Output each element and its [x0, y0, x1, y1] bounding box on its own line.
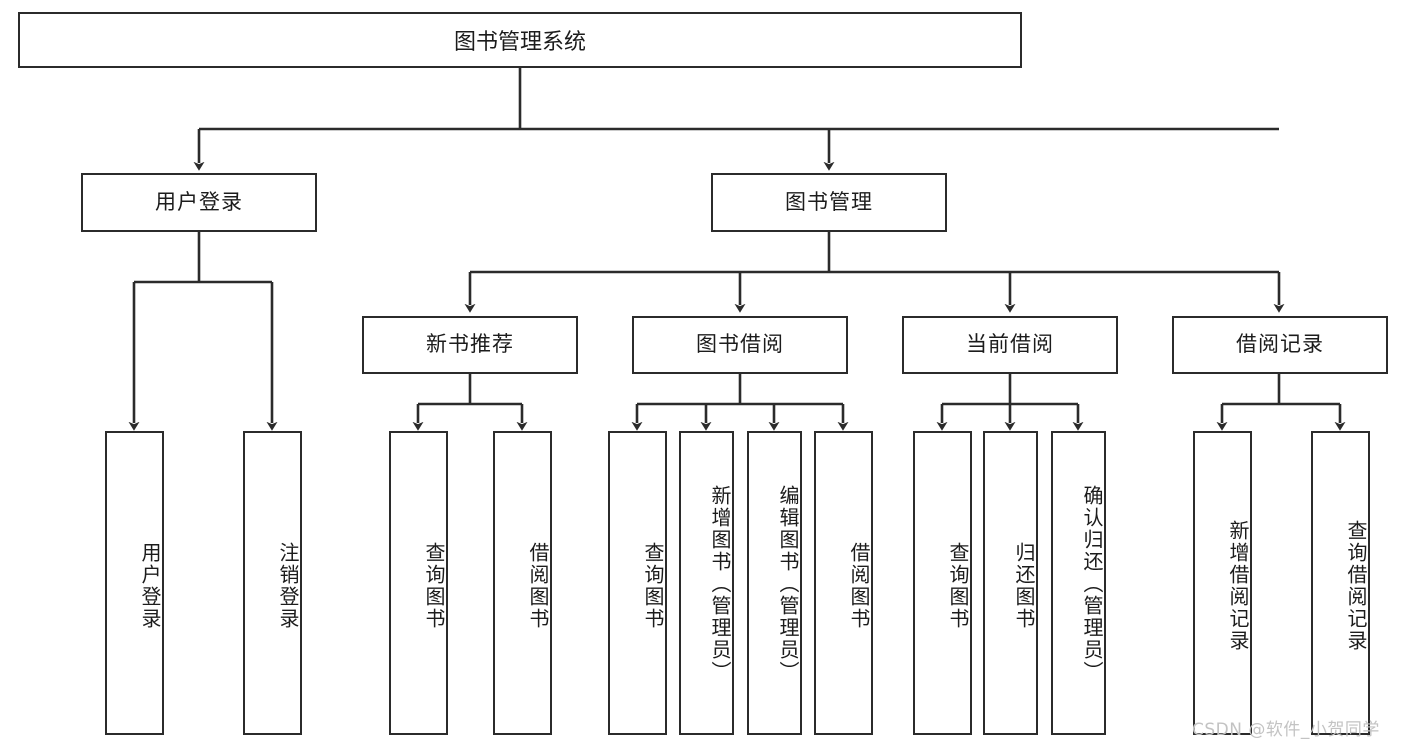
node-leaf-logout[interactable]: 注销登录 [243, 431, 302, 735]
node-root[interactable]: 图书管理系统 [18, 12, 1022, 68]
node-leaf-edit-book[interactable]: 编辑图书（管理员） [747, 431, 802, 735]
node-root-label: 图书管理系统 [453, 30, 586, 55]
node-leaf-borrow-book-2-label: 借阅图书 [847, 542, 871, 630]
node-leaf-borrow-book-2[interactable]: 借阅图书 [814, 431, 873, 735]
node-leaf-add-record-label: 新增借阅记录 [1226, 520, 1250, 652]
node-book-manage[interactable]: 图书管理 [711, 173, 947, 232]
node-borrow-record[interactable]: 借阅记录 [1172, 316, 1388, 374]
node-leaf-add-record[interactable]: 新增借阅记录 [1193, 431, 1252, 735]
node-leaf-borrow-book-1[interactable]: 借阅图书 [493, 431, 552, 735]
node-book-borrow[interactable]: 图书借阅 [632, 316, 848, 374]
node-leaf-user-login-label: 用户登录 [138, 542, 162, 630]
node-leaf-query-record-label: 查询借阅记录 [1344, 520, 1368, 652]
node-leaf-return-book[interactable]: 归还图书 [983, 431, 1038, 735]
node-leaf-query-book-3[interactable]: 查询图书 [913, 431, 972, 735]
node-book-borrow-label: 图书借阅 [696, 332, 784, 357]
node-leaf-confirm-return[interactable]: 确认归还（管理员） [1051, 431, 1106, 735]
node-leaf-return-book-label: 归还图书 [1012, 542, 1036, 630]
node-current-borrow[interactable]: 当前借阅 [902, 316, 1118, 374]
node-leaf-query-book-2-label: 查询图书 [641, 542, 665, 630]
node-new-book-rec[interactable]: 新书推荐 [362, 316, 578, 374]
node-current-borrow-label: 当前借阅 [966, 332, 1054, 357]
node-user-login-label: 用户登录 [155, 189, 243, 214]
node-leaf-edit-book-label: 编辑图书（管理员） [776, 485, 800, 683]
node-leaf-user-login[interactable]: 用户登录 [105, 431, 164, 735]
node-leaf-query-record[interactable]: 查询借阅记录 [1311, 431, 1370, 735]
node-user-login[interactable]: 用户登录 [81, 173, 317, 232]
node-leaf-add-book[interactable]: 新增图书（管理员） [679, 431, 734, 735]
node-leaf-query-book-1-label: 查询图书 [422, 542, 446, 630]
node-leaf-query-book-1[interactable]: 查询图书 [389, 431, 448, 735]
node-leaf-add-book-label: 新增图书（管理员） [708, 485, 732, 683]
node-leaf-logout-label: 注销登录 [276, 542, 300, 630]
node-book-manage-label: 图书管理 [785, 189, 873, 214]
node-leaf-query-book-2[interactable]: 查询图书 [608, 431, 667, 735]
node-borrow-record-label: 借阅记录 [1236, 332, 1324, 357]
node-leaf-confirm-return-label: 确认归还（管理员） [1080, 485, 1104, 683]
node-leaf-borrow-book-1-label: 借阅图书 [526, 542, 550, 630]
node-new-book-rec-label: 新书推荐 [426, 332, 514, 357]
node-leaf-query-book-3-label: 查询图书 [946, 542, 970, 630]
